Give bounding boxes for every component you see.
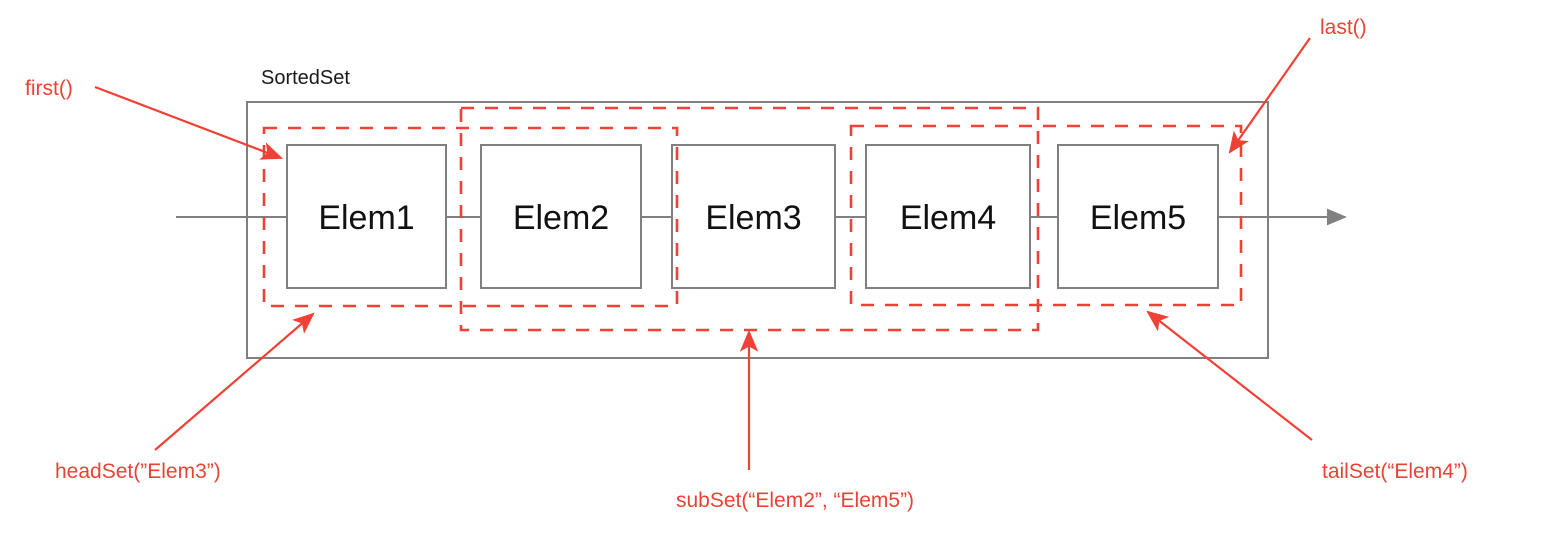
element-label: Elem4	[900, 199, 996, 237]
first-leader-line	[94, 85, 284, 160]
element-rect	[480, 144, 642, 289]
last-label: last()	[1320, 16, 1367, 39]
element-rect	[286, 144, 447, 289]
headset-label: headSet(”Elem3”)	[55, 460, 221, 483]
element-box-2: Elem2	[480, 144, 642, 289]
last-leader-line	[1228, 37, 1311, 154]
headset-leader-line	[154, 312, 315, 451]
element-rect	[671, 144, 836, 289]
element-label: Elem1	[318, 199, 414, 237]
tailset-leader-line	[1146, 310, 1313, 441]
tailset-region-box	[849, 124, 1243, 307]
element-box-5: Elem5	[1057, 144, 1219, 289]
annotation-leaders	[94, 37, 1313, 470]
annotation-labels: first() last() headSet(”Elem3”) subSet(“…	[25, 16, 1468, 512]
tailset-label: tailSet(“Elem4”)	[1322, 460, 1468, 483]
sorted-set-title: SortedSet	[261, 67, 350, 89]
element-rect	[1057, 144, 1219, 289]
element-list: Elem1 Elem2 Elem3 Elem4 Elem5	[286, 144, 1219, 289]
element-label: Elem5	[1090, 199, 1186, 237]
element-box-4: Elem4	[865, 144, 1031, 289]
first-label: first()	[25, 77, 73, 100]
headset-region-box	[262, 126, 679, 308]
element-box-3: Elem3	[671, 144, 836, 289]
element-label: Elem3	[705, 199, 801, 237]
subset-label: subSet(“Elem2”, “Elem5”)	[676, 489, 914, 512]
element-label: Elem2	[513, 199, 609, 237]
sorted-set-boundary	[246, 101, 1269, 359]
element-rect	[865, 144, 1031, 289]
sorted-set-container: SortedSet	[246, 67, 1269, 359]
element-box-1: Elem1	[286, 144, 447, 289]
